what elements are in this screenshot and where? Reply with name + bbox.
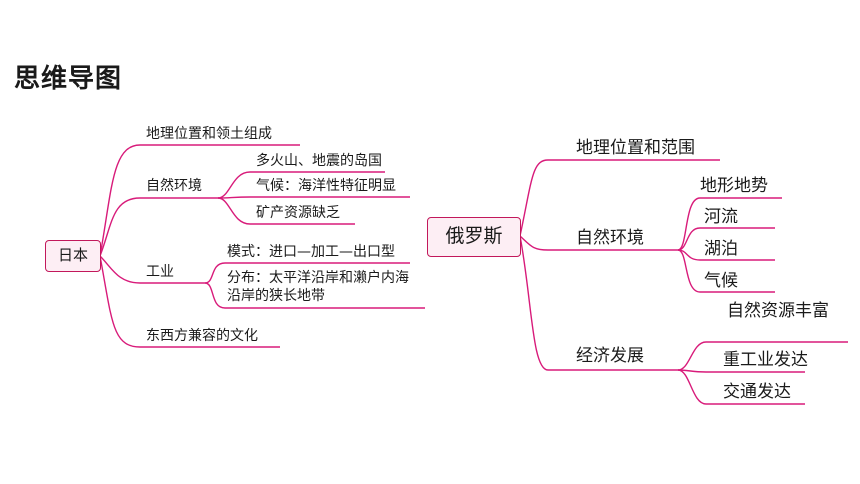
russia-economy-item: 自然资源丰富 [727, 301, 829, 321]
russia-nature-item: 气候 [704, 271, 738, 291]
connector-japan-nature [99, 197, 218, 257]
japan-nature-item: 气候：海洋性特征明显 [256, 178, 396, 194]
russia-nature-item: 湖泊 [704, 239, 738, 259]
russia-location: 地理位置和范围 [576, 138, 695, 158]
japan-industry-distribution-cont: 沿岸的狭长地带 [227, 288, 325, 304]
connector-japan-nature-3 [217, 197, 355, 225]
page-title: 思维导图 [14, 64, 123, 94]
root-label-japan: 日本 [57, 246, 88, 264]
russia-nature-item: 地形地势 [700, 176, 768, 196]
japan-industry-distribution: 分布：太平洋沿岸和濑户内海 [227, 270, 409, 286]
connector-russia-nature-2 [677, 227, 775, 251]
connector-japan-industry-1 [204, 262, 410, 284]
japan-culture: 东西方兼容的文化 [146, 328, 258, 344]
connector-japan-location [99, 144, 300, 257]
connector-japan-industry-2 [204, 282, 425, 309]
japan-location: 地理位置和领土组成 [146, 126, 272, 142]
connector-japan-industry [99, 255, 205, 284]
japan-nature-item: 矿产资源缺乏 [256, 205, 340, 221]
connector-russia-nature-1 [677, 197, 782, 251]
connector-russia-location [519, 159, 720, 237]
japan-nature: 自然环境 [146, 178, 202, 194]
russia-economy-item: 交通发达 [723, 382, 791, 402]
russia-nature: 自然环境 [576, 228, 644, 248]
russia-nature-item: 河流 [704, 207, 738, 227]
japan-nature-item: 多火山、地震的岛国 [256, 153, 382, 169]
root-label-russia: 俄罗斯 [445, 225, 503, 247]
connector-japan-nature-2 [217, 196, 410, 199]
connector-japan-culture [99, 255, 280, 348]
connector-japan-nature-1 [217, 171, 385, 199]
japan-industry-mode: 模式：进口—加工—出口型 [227, 244, 395, 260]
japan-industry: 工业 [146, 264, 174, 280]
root-node-russia: 俄罗斯 [427, 217, 521, 257]
connector-russia-economy-3 [677, 369, 805, 405]
russia-economy-item: 重工业发达 [723, 350, 808, 370]
connector-russia-nature [519, 235, 678, 251]
connector-russia-economy [519, 235, 678, 371]
connector-russia-economy-1 [677, 341, 848, 371]
root-node-japan: 日本 [45, 240, 101, 272]
russia-economy: 经济发展 [576, 346, 644, 366]
connector-russia-nature-4 [677, 249, 775, 293]
